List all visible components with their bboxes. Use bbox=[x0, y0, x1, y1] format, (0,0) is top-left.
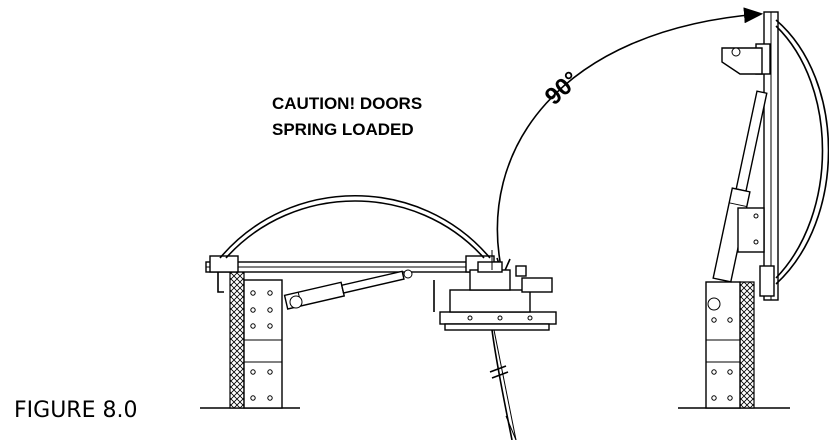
caution-line-2: SPRING LOADED bbox=[272, 120, 414, 139]
arc-arrow-icon bbox=[496, 7, 764, 273]
gas-spring-closed bbox=[283, 270, 405, 310]
caution-line-1: CAUTION! DOORS bbox=[272, 94, 422, 113]
release-cable bbox=[491, 329, 513, 440]
open-door-assembly bbox=[705, 11, 829, 409]
left-post bbox=[243, 279, 283, 409]
left-post-hatch bbox=[229, 269, 245, 409]
open-door-dome-outer bbox=[775, 19, 829, 285]
hinge-bracket bbox=[721, 47, 763, 75]
closed-door-assembly bbox=[205, 195, 557, 440]
figure-label: FIGURE 8.0 bbox=[14, 398, 137, 423]
door-dome-outer bbox=[219, 195, 491, 259]
gas-spring-open bbox=[712, 90, 768, 283]
open-door-dome-inner bbox=[775, 25, 824, 279]
door-dome-inner bbox=[225, 200, 485, 259]
right-post-hatch bbox=[739, 281, 755, 409]
